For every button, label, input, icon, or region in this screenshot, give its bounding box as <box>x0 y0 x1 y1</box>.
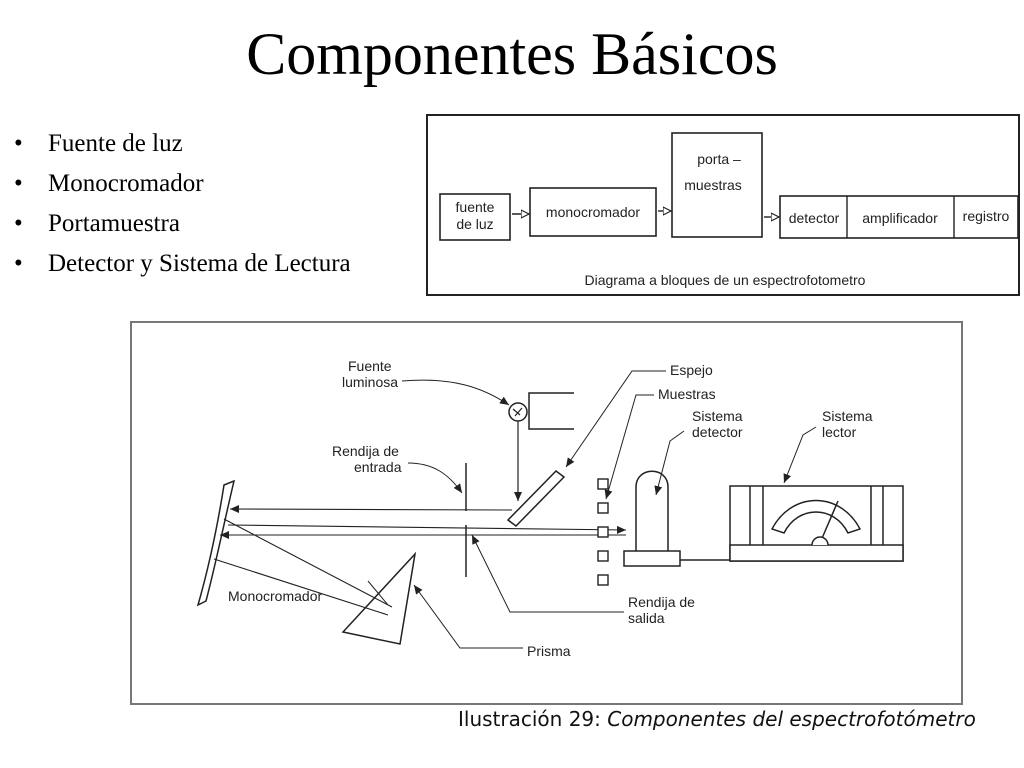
label-sistema-lector: lector <box>822 424 857 440</box>
label-rendija-salida: salida <box>628 610 665 626</box>
detector-body <box>635 470 669 551</box>
flat-mirror <box>506 470 566 527</box>
block-detector-group <box>779 195 1019 239</box>
label-monocromador: Monocromador <box>228 588 322 604</box>
label-sistema-lector: Sistema <box>822 408 873 424</box>
bullet-item: Monocromador <box>10 164 351 204</box>
block-diagram-caption: Diagrama a bloques de un espectrofotomet… <box>585 272 866 288</box>
concave-mirror <box>196 479 236 607</box>
bullet-item: Detector y Sistema de Lectura <box>10 244 351 284</box>
block-fuente <box>439 193 511 241</box>
label-rendija-salida: Rendija de <box>628 594 695 610</box>
reader-system <box>729 485 904 562</box>
label-fuente: Fuente <box>348 358 392 374</box>
bullet-item: Portamuestra <box>10 204 351 244</box>
block-diagram: fuente de luz monocromador porta – muest… <box>426 114 1020 296</box>
caption-prefix: Ilustración 29: <box>458 707 601 731</box>
label-rendija-entrada: Rendija de <box>332 443 399 459</box>
block-label: registro <box>963 208 1010 224</box>
block-portamuestras <box>671 132 763 238</box>
block-label: monocromador <box>546 204 640 220</box>
bullet-item: Fuente de luz <box>10 124 351 164</box>
page-title: Componentes Básicos <box>246 21 778 87</box>
label-sistema-detector: Sistema <box>692 408 743 424</box>
schematic-diagram: Fuente luminosa Rendija de entrada Espej… <box>130 321 963 705</box>
block-label: amplificador <box>862 210 938 226</box>
label-muestras: Muestras <box>658 386 716 402</box>
block-label: detector <box>789 210 840 226</box>
block-label: porta – <box>697 151 741 167</box>
bullet-list: Fuente de luz Monocromador Portamuestra … <box>10 124 351 284</box>
caption-text: Componentes del espectrofotómetro <box>607 707 976 731</box>
block-diagram-svg: fuente de luz monocromador porta – muest… <box>439 132 1019 288</box>
block-monocromador <box>529 187 657 237</box>
label-prisma: Prisma <box>527 643 571 659</box>
block-label: muestras <box>684 177 742 193</box>
block-label: fuente <box>456 199 495 215</box>
label-sistema-detector: detector <box>692 424 743 440</box>
prism <box>341 551 417 645</box>
label-fuente: luminosa <box>342 374 398 390</box>
detector-base <box>623 550 681 567</box>
label-rendija-entrada: entrada <box>354 459 402 475</box>
block-label: de luz <box>456 216 493 232</box>
lamp-housing <box>528 392 574 430</box>
schematic-svg: Fuente luminosa Rendija de entrada Espej… <box>196 358 904 659</box>
figure-caption: Ilustración 29: Componentes del espectro… <box>458 707 976 731</box>
sample-cells <box>597 478 609 586</box>
label-espejo: Espejo <box>670 362 713 378</box>
